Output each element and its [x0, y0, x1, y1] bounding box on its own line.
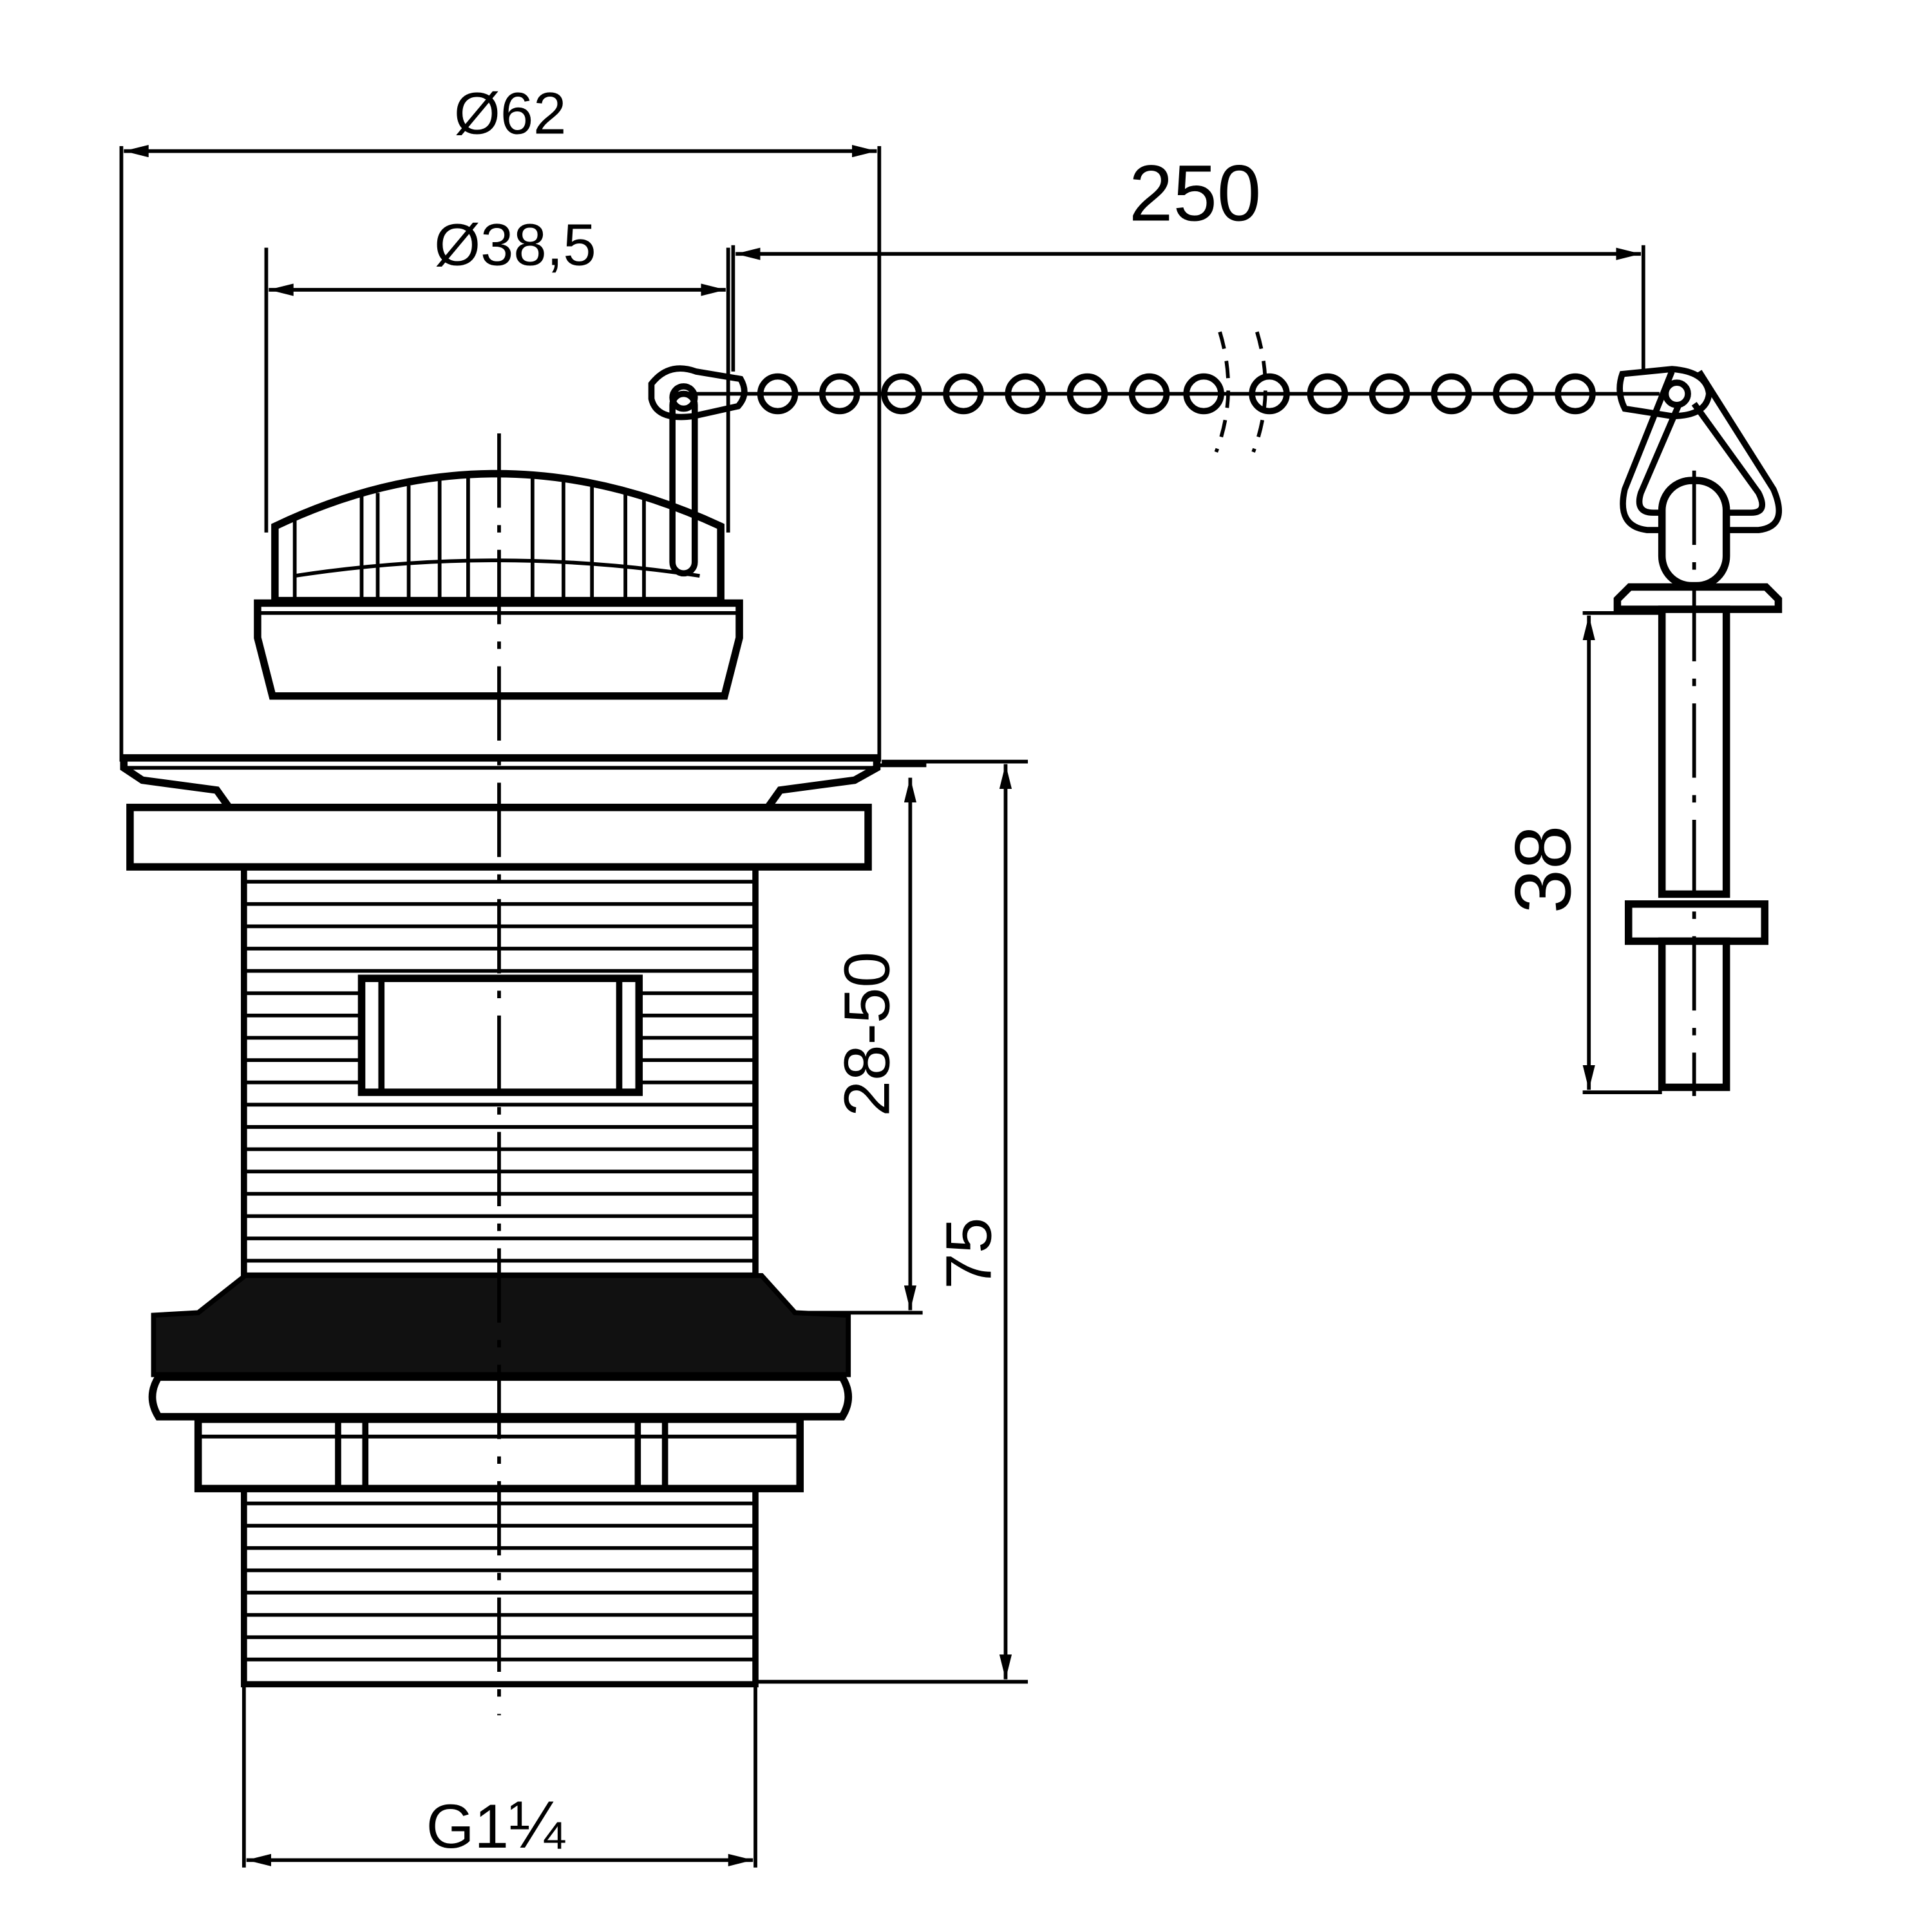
sealing-washer	[151, 1273, 851, 1378]
dim-chain-length: 250	[731, 149, 1645, 372]
plug-stopper	[254, 390, 743, 700]
label-stud-length: 38	[1499, 826, 1587, 914]
label-plug-diameter: Ø38,5	[434, 211, 596, 278]
dim-stud-length: 38	[1499, 611, 1662, 1094]
bead-chain	[648, 331, 1712, 453]
label-total-height: 75	[933, 1217, 1005, 1289]
chain-stay-stud	[1613, 370, 1783, 1096]
plug-ribs	[292, 477, 700, 601]
label-thread-main: G1	[426, 1792, 509, 1861]
dim-plug-diameter: Ø38,5	[264, 211, 730, 533]
label-clamp-range: 28-50	[831, 952, 904, 1117]
label-outer-diameter: Ø62	[454, 80, 566, 147]
label-thread: G1¼	[426, 1788, 565, 1862]
dim-clamp-range: 28-50	[792, 777, 923, 1315]
lock-nut	[194, 1415, 804, 1493]
label-thread-fraction: ¼	[509, 1788, 565, 1862]
dim-total-height: 75	[757, 759, 1028, 1684]
waste-flange	[120, 754, 927, 811]
dim-thread: G1¼	[242, 1687, 757, 1868]
label-chain-length: 250	[1129, 149, 1261, 238]
